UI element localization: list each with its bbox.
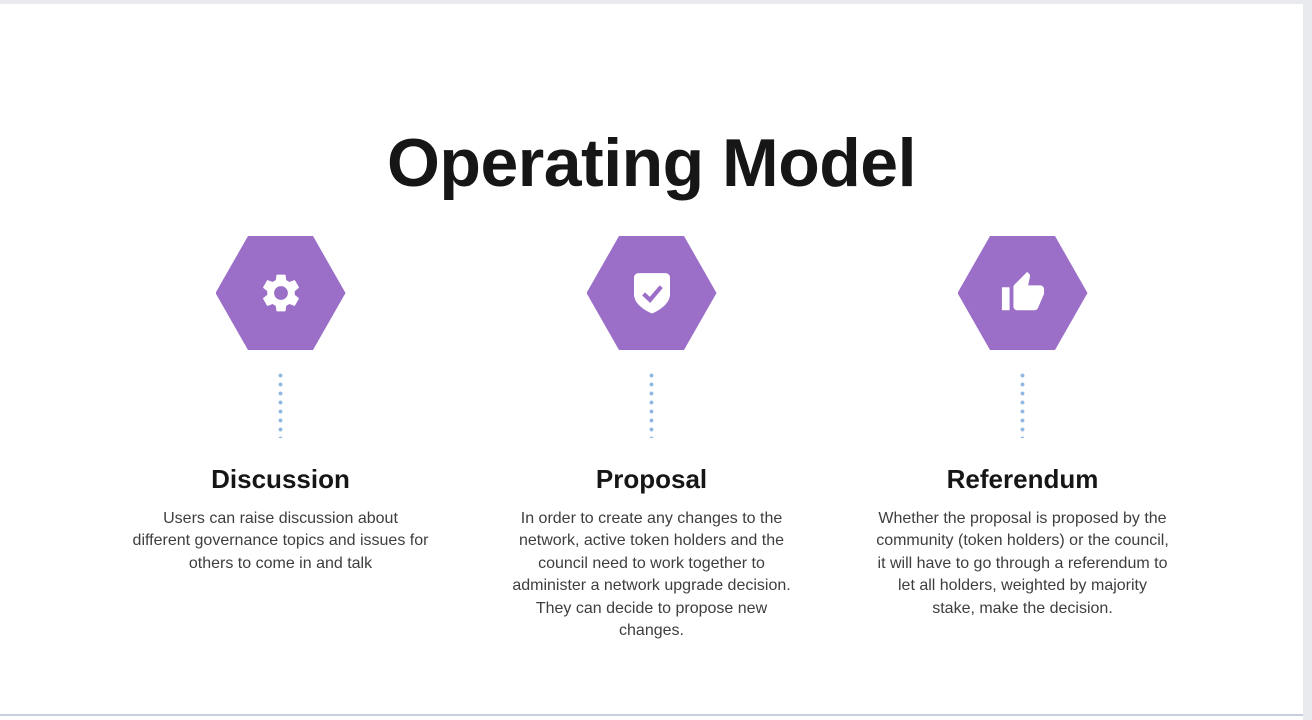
column-body: In order to create any changes to the ne… xyxy=(512,509,791,640)
dotted-connector xyxy=(649,373,654,438)
column-heading: Discussion xyxy=(211,464,350,494)
thumbs-up-icon xyxy=(1000,270,1046,316)
hexagon-badge xyxy=(215,236,346,350)
column-heading: Referendum xyxy=(946,464,1099,494)
dotted-connector xyxy=(278,373,283,438)
column-discussion: Discussion Users can raise discussion ab… xyxy=(95,236,466,643)
gear-icon xyxy=(258,270,304,316)
column-heading: Proposal xyxy=(595,464,708,494)
shield-check-icon xyxy=(632,271,672,316)
column-referendum: Referendum Whether the proposal is propo… xyxy=(837,236,1208,643)
bottom-divider xyxy=(0,714,1303,716)
hexagon-badge xyxy=(957,236,1088,350)
app-top-strip xyxy=(0,0,1312,4)
dotted-connector xyxy=(1020,373,1025,438)
slide: Operating Model Discussion Users can rai… xyxy=(0,4,1303,714)
column-body: Users can raise discussion about differe… xyxy=(132,509,429,572)
columns-row: Discussion Users can raise discussion ab… xyxy=(95,236,1208,643)
slide-title: Operating Model xyxy=(387,124,916,201)
app-right-strip xyxy=(1303,0,1312,720)
hexagon-badge xyxy=(586,236,717,350)
column-proposal: Proposal In order to create any changes … xyxy=(466,236,837,643)
column-body: Whether the proposal is proposed by the … xyxy=(876,509,1169,617)
